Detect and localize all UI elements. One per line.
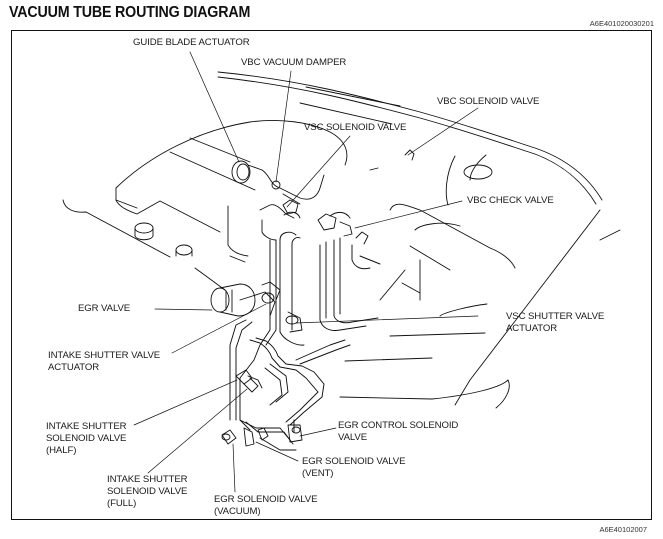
actuator-components bbox=[231, 160, 351, 241]
leader-intake-shutter-half bbox=[133, 379, 238, 426]
label-vbc-check-valve: VBC CHECK VALVE bbox=[467, 195, 554, 206]
figure-code-top: A6E401020030201 bbox=[589, 19, 654, 28]
vacuum-tubes bbox=[229, 231, 381, 451]
label-guide-blade-actuator: GUIDE BLADE ACTUATOR bbox=[133, 37, 250, 48]
label-vbc-vacuum-damper: VBC VACUUM DAMPER bbox=[241, 57, 347, 68]
diagram-frame bbox=[11, 30, 652, 520]
leader-intake-shutter-actuator bbox=[171, 303, 267, 354]
leader-intake-shutter-full bbox=[147, 388, 248, 474]
diagram-title: VACUUM TUBE ROUTING DIAGRAM bbox=[9, 4, 251, 21]
leader-lines bbox=[133, 51, 479, 493]
solenoid-valves bbox=[221, 369, 303, 447]
leader-vsc-solenoid-valve bbox=[286, 135, 351, 208]
label-egr-control-solenoid-valve: EGR CONTROL SOLENOID VALVE bbox=[338, 420, 459, 443]
label-egr-solenoid-vent: EGR SOLENOID VALVE (VENT) bbox=[302, 456, 406, 479]
label-intake-shutter-valve-actuator: INTAKE SHUTTER VALVE ACTUATOR bbox=[48, 350, 161, 373]
figure-code-bottom: A6E40102007 bbox=[599, 525, 647, 534]
leader-vbc-solenoid-valve bbox=[407, 107, 479, 156]
label-vsc-solenoid-valve: VSC SOLENOID VALVE bbox=[304, 122, 407, 133]
leader-egr-solenoid-vent bbox=[255, 441, 299, 462]
leader-vsc-shutter-actuator bbox=[295, 315, 479, 324]
label-egr-solenoid-vacuum: EGR SOLENOID VALVE (VACUUM) bbox=[214, 494, 318, 517]
leader-egr-control-solenoid bbox=[299, 427, 337, 437]
label-egr-valve: EGR VALVE bbox=[78, 303, 131, 314]
label-intake-shutter-solenoid-full: INTAKE SHUTTER SOLENOID VALVE (FULL) bbox=[107, 474, 188, 509]
leader-guide-blade-actuator bbox=[189, 51, 240, 163]
leader-egr-solenoid-vacuum bbox=[232, 443, 236, 493]
engine-block-right bbox=[339, 154, 621, 409]
vsc-vbc-components bbox=[282, 149, 415, 245]
egr-valve-assembly bbox=[210, 281, 303, 333]
leader-egr-valve bbox=[154, 308, 213, 311]
leader-vbc-vacuum-damper bbox=[275, 70, 292, 183]
label-vbc-solenoid-valve: VBC SOLENOID VALVE bbox=[437, 96, 540, 107]
label-vsc-shutter-valve-actuator: VSC SHUTTER VALVE ACTUATOR bbox=[506, 311, 605, 334]
label-intake-shutter-solenoid-half: INTAKE SHUTTER SOLENOID VALVE (HALF) bbox=[46, 421, 127, 456]
manifold-ridge bbox=[217, 71, 603, 205]
leader-vbc-check-valve bbox=[354, 200, 463, 229]
engine-cover bbox=[62, 120, 348, 291]
